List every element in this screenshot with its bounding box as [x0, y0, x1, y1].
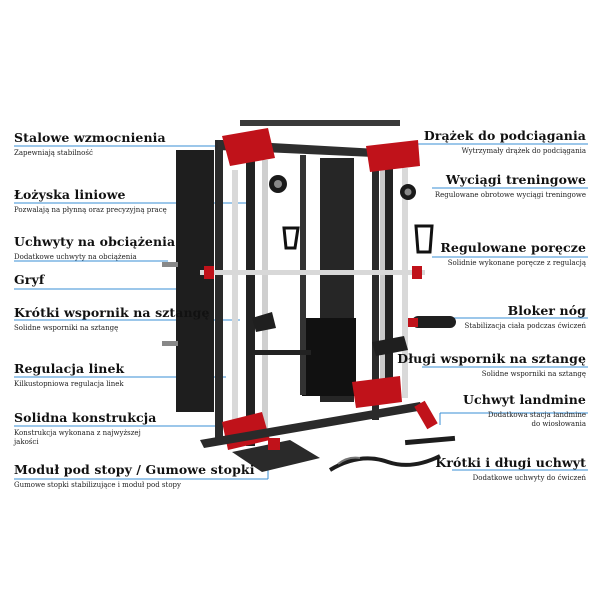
label-desc: Konstrukcja wykonana z najwyższej jakośc… [14, 429, 141, 446]
label-desc: Solidne wsporniki na sztangę [14, 324, 119, 332]
label-desc: Zapewniają stabilność [14, 149, 93, 157]
label-title: Solidna konstrukcja [14, 410, 157, 425]
label-desc: Gumowe stopki stabilizujące i moduł pod … [14, 481, 181, 489]
label-title: Regulowane poręcze [440, 240, 586, 255]
label-title: Bloker nóg [507, 303, 586, 318]
label-krotki-i-dlugi-uchwyt: Krótki i długi uchwyt Dodatkowe uchwyty … [435, 455, 586, 483]
label-desc: Stabilizacja ciała podczas ćwiczeń [464, 322, 586, 330]
label-desc: Dodatkowa stacja landmine do wiosłowania [487, 411, 586, 428]
label-stalowe-wzmocnienia: Stalowe wzmocnienia Zapewniają stabilnoś… [14, 130, 166, 158]
label-title: Regulacja linek [14, 361, 125, 376]
label-title: Uchwyt landmine [463, 392, 586, 407]
label-title: Krótki i długi uchwyt [435, 455, 586, 470]
label-wyciagi-treningowe: Wyciągi treningowe Regulowane obrotowe w… [435, 172, 586, 200]
label-title: Drążek do podciągania [423, 128, 586, 143]
label-dlugi-wspornik: Długi wspornik na sztangę Solidne wsporn… [397, 351, 586, 379]
label-krotki-wspornik: Krótki wspornik na sztangę Solidne wspor… [14, 305, 210, 333]
label-desc: Pozwalają na płynną oraz precyzyjną prac… [14, 206, 167, 214]
label-gryf: Gryf [14, 272, 44, 287]
label-title: Stalowe wzmocnienia [14, 130, 166, 145]
label-desc: Wytrzymały drążek do podciągania [461, 147, 586, 155]
label-desc: Dodatkowe uchwyty do ćwiczeń [472, 474, 586, 482]
label-title: Łożyska liniowe [14, 187, 126, 202]
label-lozyska-liniowe: Łożyska liniowe Pozwalają na płynną oraz… [14, 187, 167, 215]
label-uchwyt-landmine: Uchwyt landmine Dodatkowa stacja landmin… [463, 392, 586, 429]
label-desc: Solidne wsporniki na sztangę [481, 370, 586, 378]
label-bloker-nog: Bloker nóg Stabilizacja ciała podczas ćw… [464, 303, 586, 331]
label-desc: Solidnie wykonane poręcze z regulacją [447, 259, 586, 267]
label-title: Krótki wspornik na sztangę [14, 305, 210, 320]
label-modul-pod-stopy: Moduł pod stopy / Gumowe stopki Gumowe s… [14, 462, 255, 490]
label-title: Długi wspornik na sztangę [397, 351, 586, 366]
label-solidna-konstrukcja: Solidna konstrukcja Konstrukcja wykonana… [14, 410, 164, 447]
label-desc: Kilkustopniowa regulacja linek [14, 380, 124, 388]
label-title: Gryf [14, 272, 45, 287]
label-regulacja-linek: Regulacja linek Kilkustopniowa regulacja… [14, 361, 124, 389]
label-drazek-do-podciagania: Drążek do podciągania Wytrzymały drążek … [424, 128, 586, 156]
label-title: Wyciągi treningowe [445, 172, 586, 187]
label-title: Moduł pod stopy / Gumowe stopki [14, 462, 255, 477]
label-uchwyty-na-obciazenia: Uchwyty na obciążenia Dodatkowe uchwyty … [14, 234, 175, 262]
label-desc: Regulowane obrotowe wyciągi treningowe [434, 191, 586, 199]
label-title: Uchwyty na obciążenia [14, 234, 176, 249]
label-desc: Dodatkowe uchwyty na obciążenia [14, 253, 137, 261]
label-regulowane-porecze: Regulowane poręcze Solidnie wykonane por… [440, 240, 586, 268]
